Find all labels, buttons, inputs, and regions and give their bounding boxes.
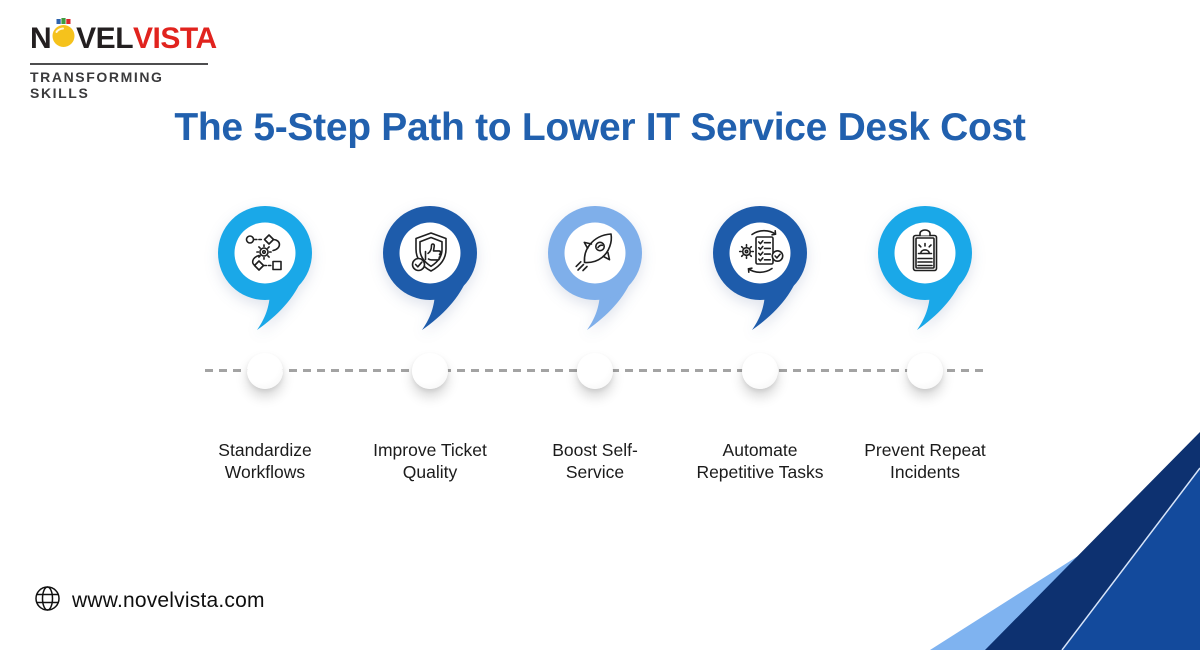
logo-divider [30,63,208,65]
step-label-3: Boost Self-Service [552,440,638,482]
step-pin-5 [875,204,975,340]
step-pin-4 [710,204,810,340]
quality-shield-icon [411,232,447,272]
step-label-5: Prevent Repeat Incidents [864,440,986,482]
incident-clipboard-icon [912,229,938,272]
logo-text-vel: VEL [76,22,134,55]
logo-text-vista: VISTA [133,22,217,55]
step-label-2: Improve Ticket Quality [373,440,487,482]
timeline-knob-1 [247,353,283,389]
step-label-4: Automate Repetitive Tasks [696,440,824,482]
page-title: The 5-Step Path to Lower IT Service Desk… [174,106,1026,149]
automation-checklist-icon [738,229,784,274]
lightbulb-logo-icon [50,18,77,56]
footer: www.novelvista.com [34,585,265,617]
timeline-knob-4 [742,353,778,389]
novelvista-logo: N VEL VISTA TRANSFORMING SKILLS [30,18,220,101]
globe-icon [34,585,61,617]
timeline-knob-2 [412,353,448,389]
corner-decoration [930,432,1200,650]
timeline-knob-5 [907,353,943,389]
rocket-icon [575,233,613,272]
timeline-knob-3 [577,353,613,389]
logo-wordmark: N VEL VISTA [30,18,220,58]
workflow-icon [245,234,282,271]
logo-text-n: N [30,22,52,55]
step-pin-3 [545,204,645,340]
step-label-1: Standardize Workflows [218,440,312,482]
step-pin-2 [380,204,480,340]
logo-tagline: TRANSFORMING SKILLS [30,69,164,101]
step-pin-1 [215,204,315,340]
footer-website: www.novelvista.com [72,589,265,612]
